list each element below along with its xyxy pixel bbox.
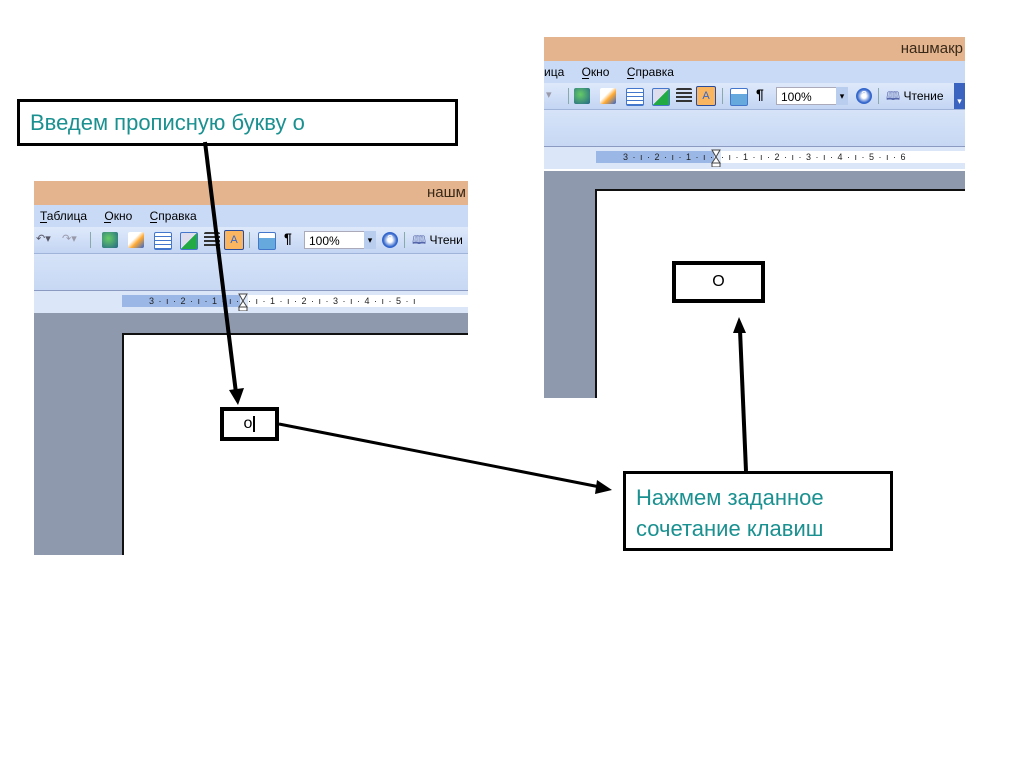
formatting-toolbar xyxy=(34,254,468,291)
callout-step2-line1: Нажмем заданное xyxy=(636,485,824,510)
menu-window[interactable]: Окно xyxy=(581,65,610,79)
menu-help[interactable]: Справка xyxy=(149,209,197,223)
help-icon[interactable]: ? xyxy=(856,88,872,104)
arrow-callout2-to-result xyxy=(733,317,748,472)
zoom-dropdown[interactable]: ▾ xyxy=(836,87,848,105)
zoom-dropdown[interactable]: ▾ xyxy=(364,231,376,249)
callout-step2-line2: сочетание клавиш xyxy=(636,516,824,541)
formatting-toolbar xyxy=(544,110,965,147)
menu-bar: Таблица Окно Справка xyxy=(34,205,468,227)
indent-marker[interactable] xyxy=(711,149,721,168)
typed-char-box: о xyxy=(220,407,279,441)
toolbar-separator xyxy=(878,88,879,104)
spelling-icon[interactable]: A xyxy=(224,230,244,250)
pilcrow-icon[interactable]: ¶ xyxy=(284,230,292,246)
window-title: нашмакр xyxy=(900,40,963,57)
reading-layout-button[interactable]: 🕮 Чтение xyxy=(886,89,944,103)
redo-icon[interactable]: ▾ xyxy=(546,89,552,101)
hyperlink-icon[interactable] xyxy=(574,88,590,104)
insert-excel-icon[interactable] xyxy=(652,88,670,106)
insert-table-icon[interactable] xyxy=(154,232,172,250)
typed-char: о xyxy=(243,415,253,432)
columns-icon[interactable] xyxy=(676,88,692,104)
toolbar-separator xyxy=(568,88,569,104)
right-word-screenshot: нашмакр ица Окно Справка ▾ A ¶ 100% ▾ ? … xyxy=(544,37,965,398)
mnemonic-underline xyxy=(626,78,634,79)
document-workarea xyxy=(544,171,965,398)
ruler-text-area: · ı · 1 · ı · 2 · ı · 3 · ı · 4 · ı · 5 … xyxy=(248,295,468,307)
toolbar-separator xyxy=(404,232,405,248)
pilcrow-icon[interactable]: ¶ xyxy=(756,86,764,102)
standard-toolbar: ↶▾ ↷▾ A ¶ 100% ▾ ? 🕮 Чтени xyxy=(34,227,468,254)
window-title: нашм xyxy=(427,184,466,201)
toolbar-options-icon[interactable]: ▾ xyxy=(954,83,965,109)
document-map-icon[interactable] xyxy=(730,88,748,106)
mnemonic-underline xyxy=(40,222,47,223)
horizontal-ruler: 3 · ı · 2 · ı · 1 · ı · · ı · 1 · ı · 2 … xyxy=(34,291,468,313)
document-map-icon[interactable] xyxy=(258,232,276,250)
insert-excel-icon[interactable] xyxy=(180,232,198,250)
reading-layout-icon: 🕮 xyxy=(412,233,427,247)
mnemonic-underline xyxy=(149,222,157,223)
title-bar: нашм xyxy=(34,181,468,205)
result-char-box: О xyxy=(672,261,765,303)
callout-step1-text: Введем прописную букву о xyxy=(30,110,305,135)
horizontal-ruler: 3 · ı · 2 · ı · 1 · ı · · ı · 1 · ı · 2 … xyxy=(544,147,965,169)
mnemonic-underline xyxy=(104,222,112,223)
toolbar-separator xyxy=(249,232,250,248)
reading-layout-icon: 🕮 xyxy=(886,89,901,103)
ruler-text-area: · ı · 1 · ı · 2 · ı · 3 · ı · 4 · ı · 5 … xyxy=(721,151,965,163)
document-page[interactable] xyxy=(122,333,468,555)
redo-icon[interactable]: ↷▾ xyxy=(62,233,77,245)
menu-bar: ица Окно Справка xyxy=(544,61,965,83)
arrow-char-to-callout2 xyxy=(278,422,612,494)
zoom-combo[interactable]: 100% xyxy=(304,231,372,249)
mnemonic-underline xyxy=(581,78,589,79)
reading-layout-button[interactable]: 🕮 Чтени xyxy=(412,233,463,247)
document-page[interactable] xyxy=(595,189,965,398)
hyperlink-icon[interactable] xyxy=(102,232,118,248)
title-bar: нашмакр xyxy=(544,37,965,61)
undo-icon[interactable]: ↶▾ xyxy=(36,233,51,245)
standard-toolbar: ▾ A ¶ 100% ▾ ? 🕮 Чтение ▾ xyxy=(544,83,965,110)
text-cursor xyxy=(253,415,256,432)
insert-table-icon[interactable] xyxy=(626,88,644,106)
drawing-icon[interactable] xyxy=(600,88,616,104)
spelling-icon[interactable]: A xyxy=(696,86,716,106)
callout-step2: Нажмем заданное сочетание клавиш xyxy=(623,471,893,551)
menu-table[interactable]: ица xyxy=(544,65,565,79)
arrow-callout1-to-char xyxy=(203,141,244,405)
toolbar-separator xyxy=(722,88,723,104)
toolbar-separator xyxy=(90,232,91,248)
drawing-icon[interactable] xyxy=(128,232,144,248)
ruler-left-margin: 3 · ı · 2 · ı · 1 · ı · xyxy=(122,295,240,307)
menu-window[interactable]: Окно xyxy=(104,209,133,223)
result-char: О xyxy=(712,273,725,290)
menu-help[interactable]: Справка xyxy=(626,65,674,79)
left-word-screenshot: нашм Таблица Окно Справка ↶▾ ↷▾ A ¶ 100%… xyxy=(34,181,468,555)
help-icon[interactable]: ? xyxy=(382,232,398,248)
ruler-left-margin: 3 · ı · 2 · ı · 1 · ı · xyxy=(596,151,714,163)
indent-marker[interactable] xyxy=(238,293,248,312)
menu-table[interactable]: Таблица xyxy=(40,209,88,223)
zoom-combo[interactable]: 100% xyxy=(776,87,844,105)
callout-step1: Введем прописную букву о xyxy=(17,99,458,146)
